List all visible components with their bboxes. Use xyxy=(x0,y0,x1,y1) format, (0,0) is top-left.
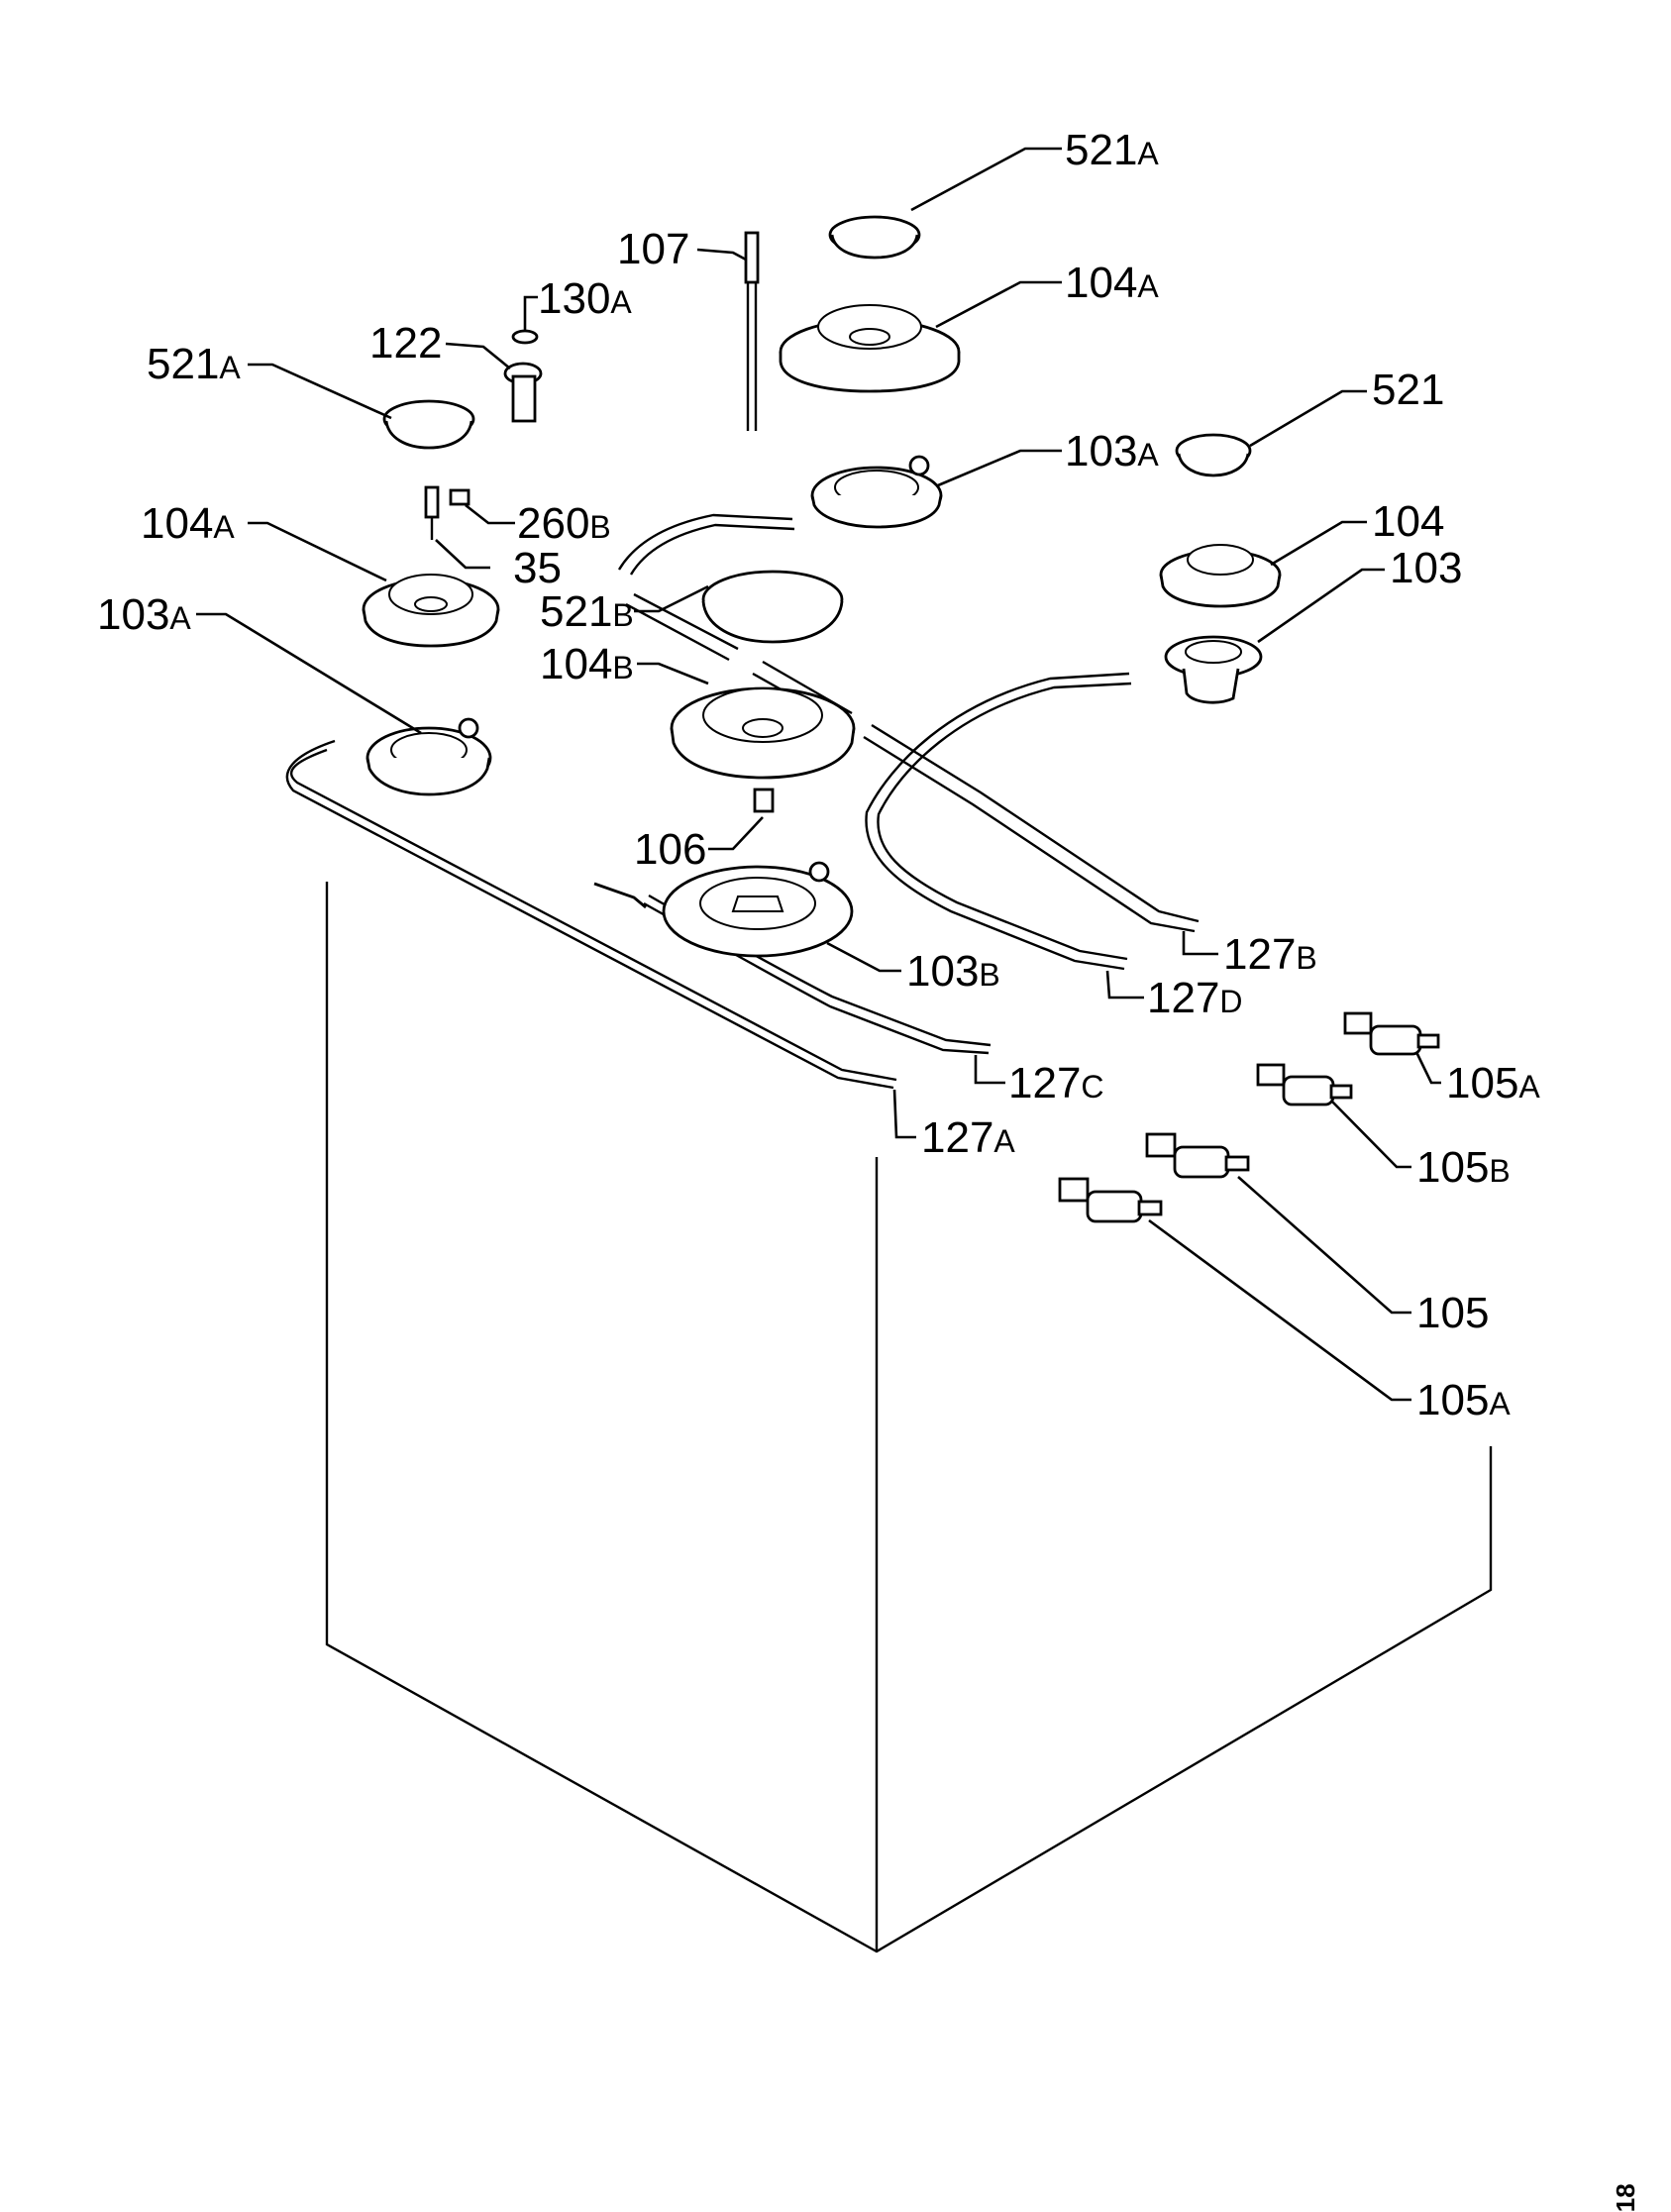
gas-tap-105b xyxy=(1256,1063,1353,1106)
burner-crown-104a-top xyxy=(779,304,961,393)
burner-cap-521a-left xyxy=(382,399,475,450)
injector-106 xyxy=(753,788,775,813)
ignition-electrode-35 xyxy=(424,485,470,540)
label-127b: 127B xyxy=(1223,930,1317,979)
burner-cap-521a-top xyxy=(828,215,921,260)
label-127d: 127D xyxy=(1147,974,1243,1022)
label-521: 521 xyxy=(1372,366,1444,414)
leader-lines xyxy=(196,147,1441,1402)
gas-tap-105a-top xyxy=(1343,1011,1440,1056)
label-103a-mid: 103A xyxy=(1065,427,1159,475)
cabinet-outline xyxy=(325,882,1493,1953)
thermocouple-107 xyxy=(744,231,760,431)
burner-base-103 xyxy=(1164,635,1263,704)
label-104: 104 xyxy=(1372,497,1444,546)
label-105: 105 xyxy=(1416,1289,1489,1337)
burner-base-103a-mid xyxy=(810,455,943,529)
label-35: 35 xyxy=(513,544,562,592)
label-122: 122 xyxy=(369,319,442,368)
label-130a: 130A xyxy=(538,274,632,323)
burner-crown-104b xyxy=(670,686,856,780)
thermocouple-parts-122 xyxy=(503,329,543,423)
label-104a-left: 104A xyxy=(141,499,235,548)
label-105a-bottom: 105A xyxy=(1416,1376,1511,1424)
label-521a-top: 521A xyxy=(1065,126,1159,174)
label-127a: 127A xyxy=(921,1113,1015,1162)
gas-tap-105a-bottom xyxy=(1058,1177,1163,1223)
label-105b: 105B xyxy=(1416,1143,1511,1192)
label-260b: 260B xyxy=(517,499,611,548)
label-103b: 103B xyxy=(906,947,1000,996)
callout-labels: 521A 107 104A 130A 122 521A 521 103A 260… xyxy=(97,126,1540,1424)
label-106: 106 xyxy=(634,825,706,874)
label-521b: 521B xyxy=(540,587,634,636)
label-103a-left: 103A xyxy=(97,590,191,639)
burner-cap-521 xyxy=(1175,433,1252,477)
burner-crown-104 xyxy=(1159,544,1282,608)
label-104a-top: 104A xyxy=(1065,259,1159,307)
gas-pipes xyxy=(285,513,1200,1090)
label-104b: 104B xyxy=(540,640,634,688)
drawing-number: 94701018 xyxy=(1611,2183,1640,2212)
label-107: 107 xyxy=(617,225,689,273)
burner-base-103a-left xyxy=(366,717,492,796)
burner-cap-521b xyxy=(701,570,844,644)
label-105a-top: 105A xyxy=(1446,1059,1540,1107)
label-103: 103 xyxy=(1390,544,1462,592)
burner-base-103b xyxy=(593,861,854,958)
label-521a-left: 521A xyxy=(147,340,241,388)
burner-crown-104a-left xyxy=(362,574,500,648)
gas-tap-105 xyxy=(1145,1132,1250,1179)
label-127c: 127C xyxy=(1008,1059,1104,1107)
